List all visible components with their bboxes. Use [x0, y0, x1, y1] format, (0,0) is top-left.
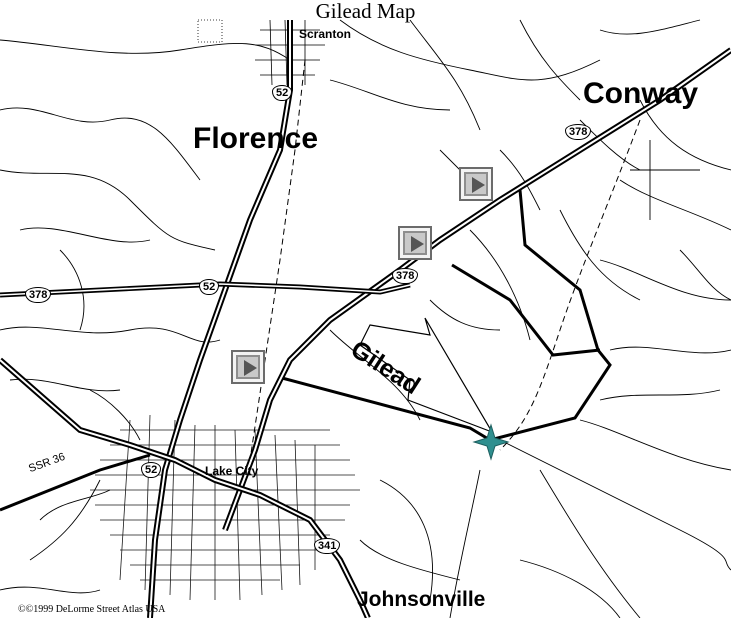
- play-triangle-icon: [244, 360, 257, 376]
- play-triangle-icon: [411, 236, 424, 252]
- nav-arrow-button-2[interactable]: [398, 226, 432, 260]
- route-shield-52-mid: 52: [199, 279, 220, 295]
- label-scranton: Scranton: [299, 27, 352, 41]
- route-lines: [281, 189, 612, 442]
- rail-lines: [249, 59, 641, 461]
- lake-city-street-grid: [90, 414, 360, 601]
- map-title: Gilead Map: [315, 0, 416, 23]
- nav-arrow-button-1[interactable]: [459, 167, 493, 201]
- label-johnsonville: Johnsonville: [357, 588, 486, 611]
- gilead-pointer-arrow: [359, 317, 494, 434]
- route-shield-378-west: 378: [25, 287, 52, 303]
- route-shield-378-east: 378: [565, 124, 592, 140]
- label-florence: Florence: [193, 122, 319, 155]
- route-shield-52-south: 52: [141, 462, 162, 478]
- nav-arrow-button-3[interactable]: [231, 350, 265, 384]
- highways: [0, 20, 731, 618]
- route-shield-341: 341: [314, 538, 341, 554]
- copyright-text: ©©1999 DeLorme Street Atlas USA: [18, 604, 166, 615]
- route-shield-52-north: 52: [272, 85, 293, 101]
- destination-star-icon: [472, 423, 510, 461]
- label-conway: Conway: [583, 77, 699, 110]
- play-triangle-icon: [472, 177, 485, 193]
- route-shield-378-mid: 378: [392, 268, 419, 284]
- local-roads: [0, 19, 731, 618]
- label-lake-city: Lake City: [205, 464, 259, 478]
